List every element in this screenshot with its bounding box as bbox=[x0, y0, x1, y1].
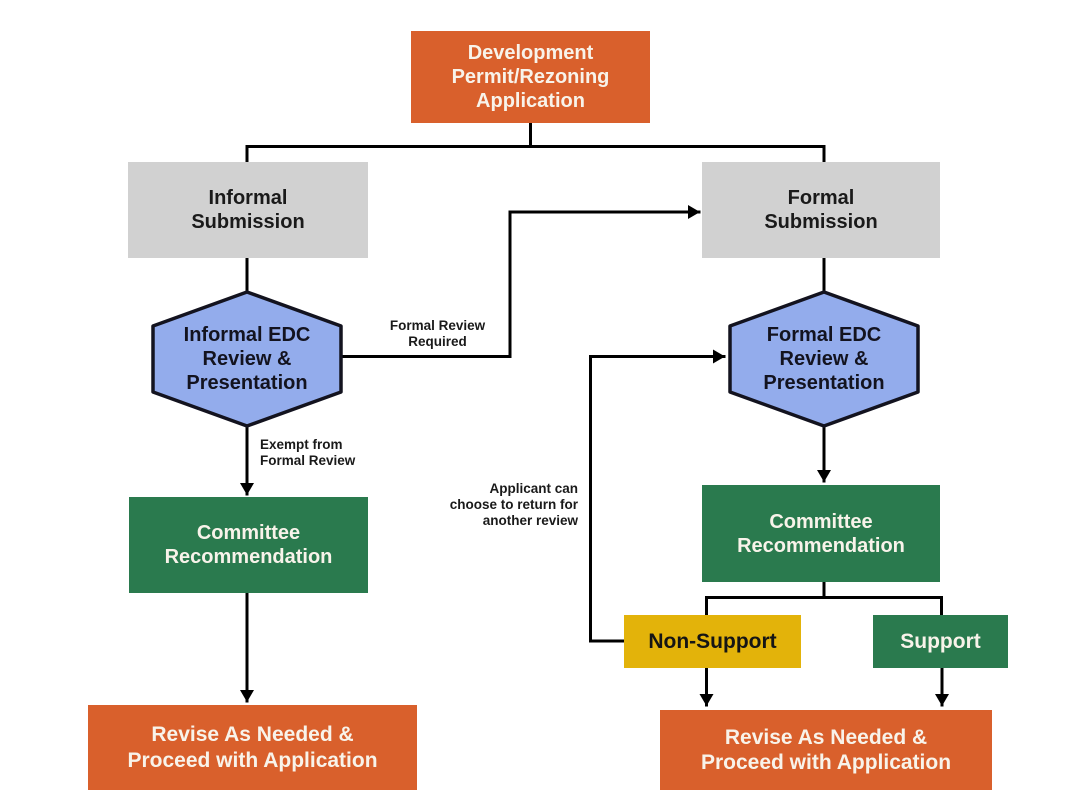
node-label: Committee Recommendation bbox=[164, 522, 333, 568]
edge-label-exempt-from-formal-review: Exempt from Formal Review bbox=[260, 437, 356, 469]
node-committee-recommendation-informal: Committee Recommendation bbox=[129, 497, 368, 593]
node-formal-submission: Formal Submission bbox=[702, 162, 940, 258]
hexagon-shape bbox=[728, 290, 920, 428]
node-label: Committee Recommendation bbox=[737, 510, 905, 557]
node-label: Informal Submission bbox=[191, 187, 305, 233]
edge-label-formal-review-required: Formal Review Required bbox=[389, 318, 486, 350]
node-label: Formal EDC Review & Presentation bbox=[763, 324, 885, 394]
node-revise-proceed-formal: Revise As Needed & Proceed with Applicat… bbox=[660, 710, 992, 790]
node-label: Development Permit/Rezoning Application bbox=[451, 42, 610, 112]
hexagon-shape bbox=[151, 290, 343, 428]
node-label: Formal Submission bbox=[764, 187, 878, 233]
node-development-application: Development Permit/Rezoning Application bbox=[411, 31, 650, 123]
node-non-support: Non-Support bbox=[624, 615, 801, 668]
node-informal-submission: Informal Submission bbox=[128, 162, 368, 258]
node-support: Support bbox=[873, 615, 1008, 668]
node-committee-recommendation-formal: Committee Recommendation bbox=[702, 485, 940, 582]
node-label: Revise As Needed & Proceed with Applicat… bbox=[700, 725, 952, 774]
node-label: Informal EDC Review & Presentation bbox=[183, 324, 311, 394]
node-label: Support bbox=[900, 629, 981, 653]
node-formal-edc-review: Formal EDC Review & Presentation bbox=[728, 290, 920, 428]
node-revise-proceed-informal: Revise As Needed & Proceed with Applicat… bbox=[88, 705, 417, 790]
node-label: Revise As Needed & Proceed with Applicat… bbox=[127, 723, 378, 772]
node-informal-edc-review: Informal EDC Review & Presentation bbox=[151, 290, 343, 428]
node-label: Non-Support bbox=[648, 629, 777, 653]
edge-label-return-for-another-review: Applicant can choose to return for anoth… bbox=[449, 481, 578, 529]
